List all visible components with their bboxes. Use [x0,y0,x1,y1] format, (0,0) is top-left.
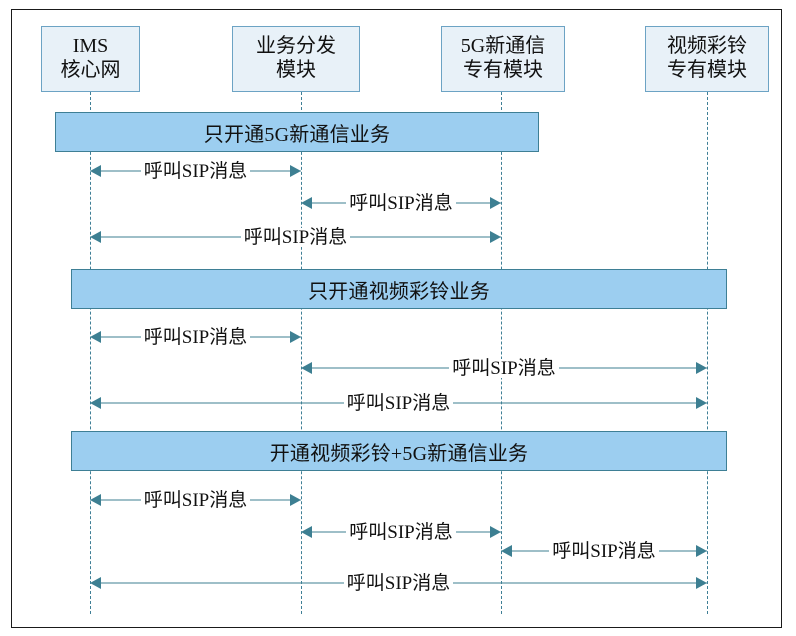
lifeline-vrbt [707,92,708,614]
lifeline-dispatch [301,92,302,614]
actor-box-dispatch[interactable]: 业务分发模块 [232,26,360,92]
actor-label-line1: 业务分发 [256,35,336,58]
actor-label-line2: 核心网 [60,59,121,81]
section-bar-section-1[interactable]: 只开通5G新通信业务 [55,112,539,152]
diagram-frame [11,9,782,628]
actor-label-line1: 视频彩铃 [667,35,747,58]
actor-label-line2: 专有模块 [667,59,747,81]
actor-label-line2: 模块 [276,59,316,81]
actor-label-line1: 5G新通信 [460,35,546,58]
actor-label-line1: IMS [72,35,109,58]
section-bar-section-3[interactable]: 开通视频彩铃+5G新通信业务 [71,431,727,471]
section-bar-section-2[interactable]: 只开通视频彩铃业务 [71,269,727,309]
actor-box-fiveg[interactable]: 5G新通信专有模块 [441,26,565,92]
actor-label-line2: 专有模块 [463,59,543,81]
lifeline-fiveg [501,92,502,614]
lifeline-ims [90,92,91,614]
actor-box-vrbt[interactable]: 视频彩铃专有模块 [645,26,769,92]
